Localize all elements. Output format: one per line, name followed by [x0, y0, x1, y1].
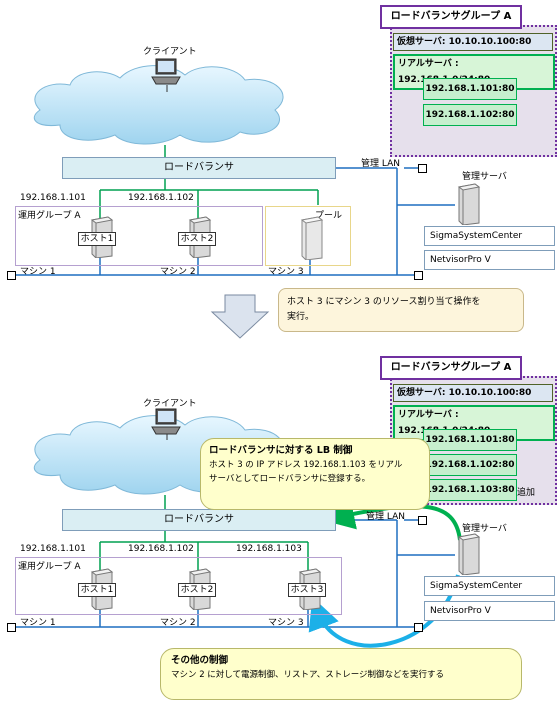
operation-group [15, 557, 342, 615]
real-ip: 192.168.1.102:80 [423, 104, 517, 126]
virtual-server: 仮想サーバ: 10.10.10.100:80 [393, 384, 553, 402]
terminator [7, 271, 16, 280]
virtual-server: 仮想サーバ: 10.10.10.100:80 [393, 33, 553, 51]
machine-label: マシン 3 [268, 267, 304, 277]
host-label: ホスト3 [288, 583, 326, 597]
machine-label: マシン 3 [268, 618, 304, 628]
bubble-title: ロードバランサに対する LB 制御 [209, 445, 353, 456]
ssc-box: SigmaSystemCenter [424, 226, 555, 246]
pool-box [265, 206, 351, 266]
machine-label: マシン 2 [160, 618, 196, 628]
terminator [7, 623, 16, 632]
ip-label: 192.168.1.101 [20, 544, 86, 554]
ip-label: 192.168.1.103 [236, 544, 302, 554]
group-label: 運用グループ A [18, 211, 81, 221]
step-callout-line: ホスト 3 にマシン 3 のリソース割り当て操作を [287, 297, 481, 307]
lb-group-title: ロードバランサグループ A [380, 5, 522, 29]
operation-group [15, 206, 263, 266]
load-balancer[interactable]: ロードバランサ [62, 157, 336, 179]
host-label: ホスト2 [178, 232, 216, 246]
client-label: クライアント [143, 399, 197, 409]
internet-cloud [33, 65, 284, 145]
step-callout-line: 実行。 [287, 312, 315, 322]
npv-box: NetvisorPro V [424, 601, 555, 621]
terminator [418, 516, 427, 525]
ip-label: 192.168.1.102 [128, 193, 194, 203]
lb-group-title: ロードバランサグループ A [380, 356, 522, 380]
mgmt-server-label: 管理サーバ [462, 524, 507, 534]
pool-label: プール [315, 211, 343, 221]
lb-control-bubble: ロードバランサに対する LB 制御 ホスト 3 の IP アドレス 192.16… [200, 438, 430, 510]
mgmt-server-icon[interactable] [455, 183, 481, 229]
ip-label: 192.168.1.102 [128, 544, 194, 554]
added-label: 追加 [517, 488, 536, 498]
machine-label: マシン 1 [20, 267, 56, 277]
bubble-line: マシン 2 に対して電源制御、リストア、ストレージ制御などを実行する [171, 670, 445, 680]
down-arrow [210, 294, 270, 339]
client-label: クライアント [143, 47, 197, 57]
host-label: ホスト1 [78, 232, 116, 246]
terminator [414, 623, 423, 632]
host-label: ホスト2 [178, 583, 216, 597]
machine-label: マシン 1 [20, 618, 56, 628]
host-label: ホスト1 [78, 583, 116, 597]
terminator [418, 164, 427, 173]
machine-label: マシン 2 [160, 267, 196, 277]
bubble-line: サーバとしてロードバランサに登録する。 [209, 474, 371, 484]
npv-box: NetvisorPro V [424, 250, 555, 270]
real-ip: 192.168.1.103:80 [423, 479, 517, 501]
client-pc-icon [150, 408, 182, 440]
mgmt-server-icon[interactable] [455, 533, 481, 579]
terminator [414, 271, 423, 280]
real-ip: 192.168.1.101:80 [423, 78, 517, 100]
ssc-box: SigmaSystemCenter [424, 576, 555, 596]
server-icon[interactable] [298, 216, 324, 264]
real-ip: 192.168.1.101:80 [423, 429, 517, 451]
load-balancer[interactable]: ロードバランサ [62, 509, 336, 531]
mgmt-lan-label: 管理 LAN [361, 159, 400, 169]
bubble-line: ホスト 3 の IP アドレス 192.168.1.103 をリアル [209, 460, 403, 470]
step-callout: ホスト 3 にマシン 3 のリソース割り当て操作を 実行。 [278, 288, 524, 332]
mgmt-lan-label: 管理 LAN [366, 512, 405, 522]
client-pc-icon [150, 58, 182, 90]
other-control-arrow [308, 574, 460, 648]
bubble-title: その他の制御 [171, 655, 229, 666]
group-label: 運用グループ A [18, 562, 81, 572]
real-ip: 192.168.1.102:80 [423, 454, 517, 476]
ip-label: 192.168.1.101 [20, 193, 86, 203]
lb-control-arrow [322, 498, 462, 541]
mgmt-server-label: 管理サーバ [462, 172, 507, 182]
other-control-bubble: その他の制御 マシン 2 に対して電源制御、リストア、ストレージ制御などを実行す… [160, 648, 522, 700]
